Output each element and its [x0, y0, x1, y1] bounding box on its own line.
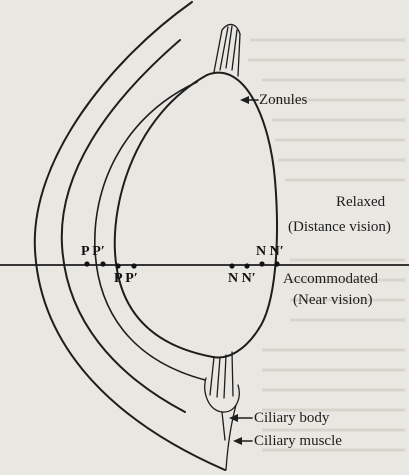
p-relaxed-dot-2 [100, 261, 105, 266]
n-relaxed-dot-2 [274, 261, 279, 266]
p-accommodated-label: P P′ [114, 272, 138, 286]
cornea-inner-curve [62, 40, 185, 412]
relaxed-lens-posterior [207, 73, 277, 358]
distance-vision-label: (Distance vision) [288, 220, 391, 235]
cornea-outer-curve [35, 2, 225, 470]
n-accommodated-dot-2 [244, 263, 249, 268]
ciliary-body-drawing [205, 352, 239, 470]
near-vision-label: (Near vision) [293, 293, 373, 308]
n-relaxed-dot-1 [259, 261, 264, 266]
ciliary-muscle-label: Ciliary muscle [254, 434, 342, 449]
ciliary-body-label: Ciliary body [254, 411, 329, 426]
accommodated-label: Accommodated [283, 272, 378, 287]
p-relaxed-label: P P′ [81, 245, 105, 259]
zonules-arrowhead [240, 96, 249, 104]
zonule-fibers [214, 24, 240, 76]
relaxed-lens-outline [115, 75, 213, 357]
ciliary-muscle-arrowhead [233, 437, 242, 445]
n-accommodated-dot-1 [229, 263, 234, 268]
n-relaxed-label: N N′ [256, 245, 284, 259]
p-relaxed-dot-1 [84, 261, 89, 266]
p-accommodated-dot-2 [131, 263, 136, 268]
zonules-label: Zonules [259, 93, 307, 108]
relaxed-label: Relaxed [336, 195, 385, 210]
n-accommodated-label: N N′ [228, 272, 256, 286]
p-accommodated-dot-1 [115, 263, 120, 268]
